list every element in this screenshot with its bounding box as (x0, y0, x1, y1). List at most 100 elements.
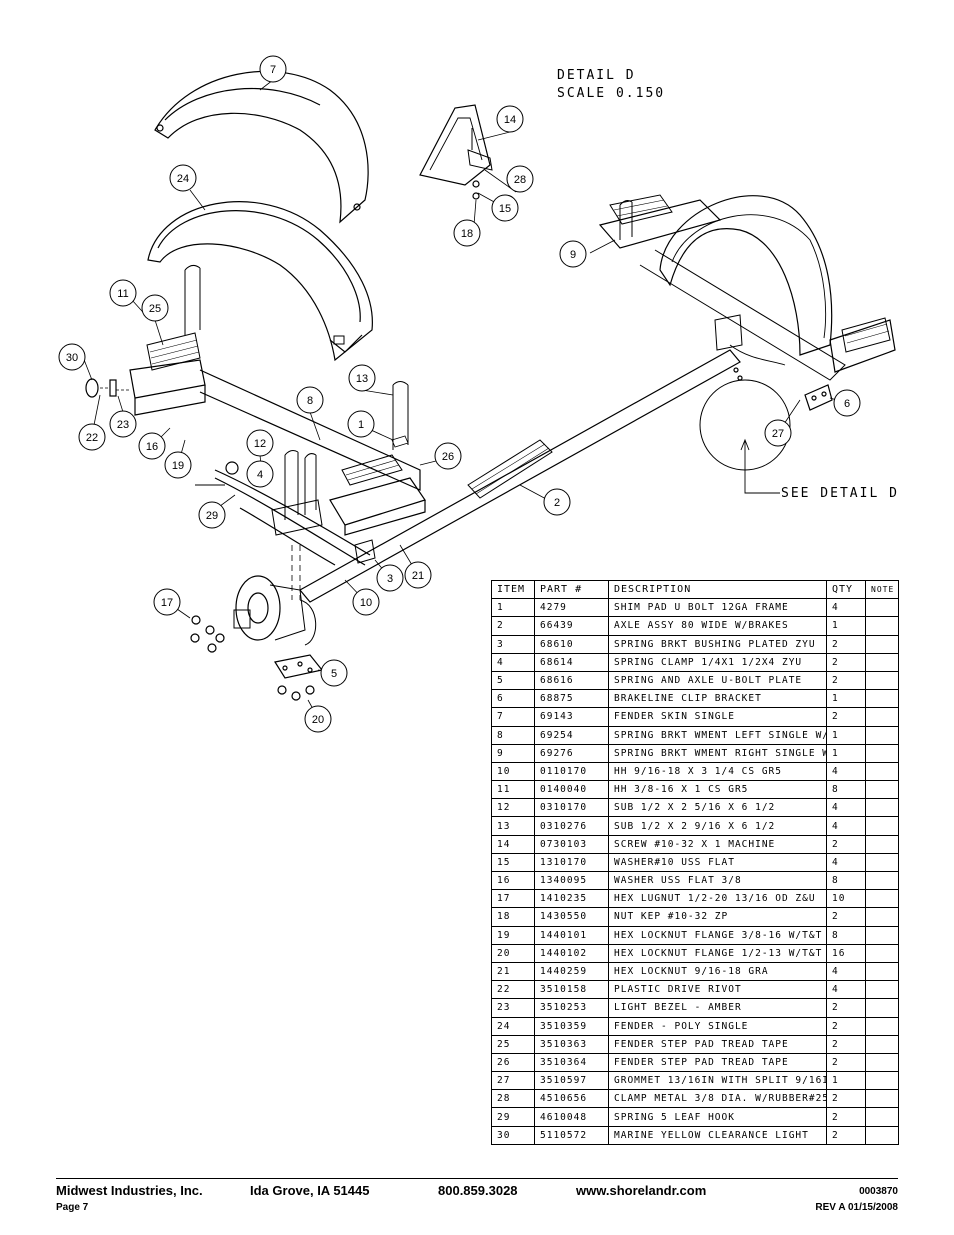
cell-description: HH 3/8-16 X 1 CS GR5 (608, 780, 827, 800)
cell-part: 5110572 (534, 1125, 609, 1145)
brakeline-clip-drawing (699, 379, 833, 494)
cell-part: 66439 (534, 616, 609, 636)
left-step-frame-drawing (129, 264, 421, 491)
footer-website[interactable]: www.shorelandr.com (576, 1183, 707, 1198)
callout-1: 1 (347, 410, 375, 438)
callout-circle (296, 386, 324, 414)
cell-qty: 4 (826, 761, 866, 782)
cell-description: WASHER USS FLAT 3/8 (608, 870, 827, 891)
cell-item: 16 (491, 870, 535, 891)
cell-item: 29 (491, 1107, 535, 1127)
cell-description: FENDER - POLY SINGLE (608, 1016, 827, 1036)
cell-part: 4279 (534, 598, 609, 618)
cell-note (865, 998, 899, 1018)
cell-qty: 2 (826, 670, 866, 691)
footer-doc-number: 0003870 (859, 1186, 898, 1197)
callout-17: 17 (153, 588, 181, 616)
cell-qty: 1 (826, 616, 866, 636)
callout-21: 21 (404, 561, 432, 589)
cell-item: 1 (491, 598, 535, 618)
cell-part: 69143 (534, 707, 609, 727)
cell-part: 0310170 (534, 798, 609, 818)
cell-note (865, 689, 899, 709)
callout-8: 8 (296, 386, 324, 414)
cell-item: 6 (491, 689, 535, 709)
cell-note (865, 961, 899, 982)
footer-page-number: Page 7 (56, 1202, 89, 1213)
cell-description: BRAKELINE CLIP BRACKET (608, 689, 827, 709)
cell-part: 3510363 (534, 1034, 609, 1054)
cell-note (865, 652, 899, 672)
hub-assembly-drawing (190, 575, 324, 701)
callout-label: 2 (554, 497, 560, 509)
cell-part: 3510253 (534, 998, 609, 1018)
cell-qty: 4 (826, 852, 866, 873)
cell-qty: 2 (826, 998, 866, 1018)
callout-12: 12 (246, 429, 274, 457)
cell-qty: 1 (826, 725, 866, 745)
cell-part: 69254 (534, 725, 609, 745)
header-qty: QTY (826, 579, 866, 600)
callout-label: 15 (499, 203, 511, 215)
cell-qty: 2 (826, 1089, 866, 1109)
cell-part: 0140040 (534, 780, 609, 800)
cell-item: 8 (491, 725, 535, 745)
cell-part: 1410235 (534, 889, 609, 909)
callout-3: 3 (376, 564, 404, 592)
callout-7: 7 (259, 55, 287, 83)
cell-note (865, 1071, 899, 1091)
cell-note (865, 598, 899, 618)
spring-assembly-drawing (195, 450, 376, 600)
callout-label: 12 (254, 438, 266, 450)
callout-label: 28 (514, 174, 526, 186)
cell-item: 19 (491, 925, 535, 945)
callout-30: 30 (58, 343, 86, 371)
cell-item: 3 (491, 634, 535, 654)
cell-qty: 8 (826, 870, 866, 891)
cell-part: 0110170 (534, 761, 609, 782)
cell-qty: 1 (826, 1071, 866, 1091)
detail-d-inset-drawing (419, 104, 493, 200)
cell-note (865, 907, 899, 927)
callout-label: 22 (86, 432, 98, 444)
cell-description: LIGHT BEZEL - AMBER (608, 998, 827, 1018)
callout-circle (347, 410, 375, 438)
callout-5: 5 (320, 659, 348, 687)
callout-9: 9 (559, 240, 587, 268)
callout-circle (491, 194, 519, 222)
cell-qty: 4 (826, 816, 866, 836)
cell-description: SHIM PAD U BOLT 12GA FRAME (608, 598, 827, 618)
callout-circle (246, 460, 274, 488)
callout-29: 29 (198, 501, 226, 529)
cell-part: 68875 (534, 689, 609, 709)
callout-circle (164, 451, 192, 479)
callout-circle (543, 488, 571, 516)
cell-description: SPRING 5 LEAF HOOK (608, 1107, 827, 1127)
callout-circle (246, 429, 274, 457)
callout-label: 21 (412, 570, 424, 582)
callout-label: 24 (177, 173, 189, 185)
cell-note (865, 1125, 899, 1145)
callout-label: 26 (442, 451, 454, 463)
cell-description: SCREW #10-32 X 1 MACHINE (608, 834, 827, 854)
callout-27: 27 (764, 419, 792, 447)
callout-16: 16 (138, 432, 166, 460)
callout-label: 14 (504, 114, 516, 126)
cell-note (865, 852, 899, 873)
header-part-number: PART # (534, 579, 609, 600)
callout-25: 25 (141, 294, 169, 322)
cell-note (865, 707, 899, 727)
callout-label: 11 (117, 288, 128, 300)
cell-part: 4510656 (534, 1089, 609, 1109)
